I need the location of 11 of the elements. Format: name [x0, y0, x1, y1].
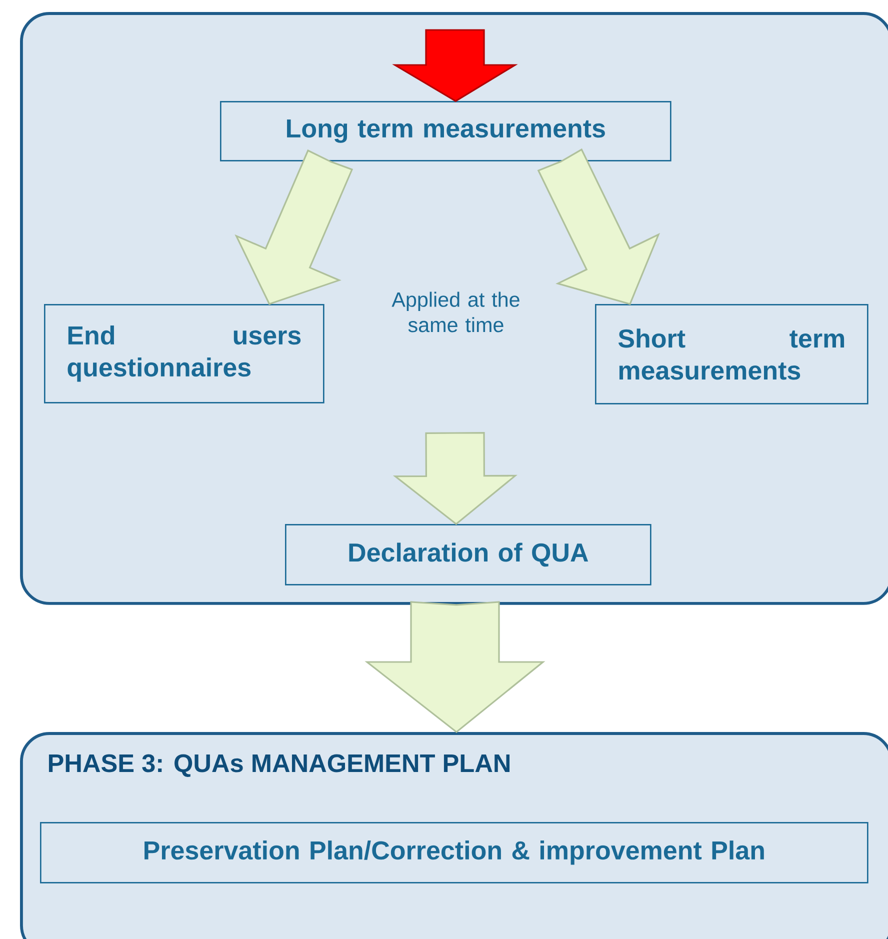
block-arrow — [392, 29, 518, 102]
panel — [20, 12, 888, 605]
process-box: Long term measurements — [220, 101, 672, 162]
process-box: Short term measurements — [595, 304, 868, 404]
note-text: Applied at the same time — [392, 292, 520, 332]
panel-heading: PHASE 3: QUAs MANAGEMENT PLAN — [48, 754, 510, 777]
process-box: End users questionnaires — [44, 304, 324, 404]
process-box: Preservation Plan/Correction & improvement Plan — [40, 822, 868, 884]
block-arrow — [364, 601, 546, 734]
process-box: Declaration of QUA — [285, 524, 652, 586]
block-arrow — [392, 432, 518, 526]
